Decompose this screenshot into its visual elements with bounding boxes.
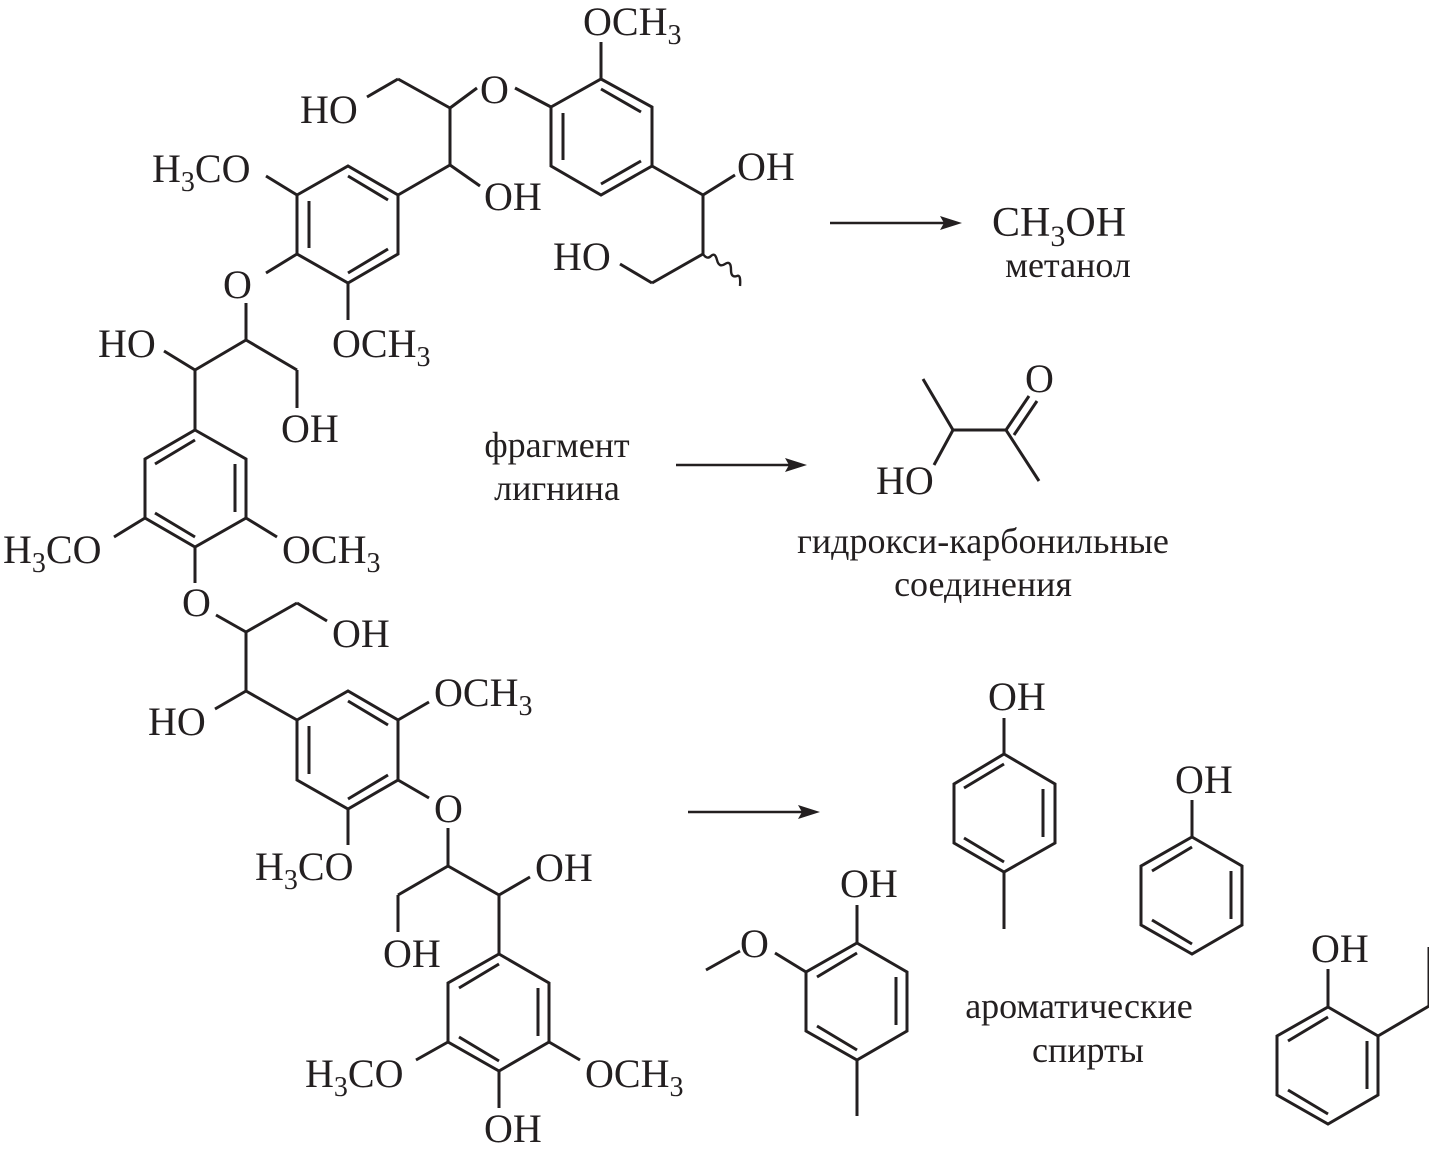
label-ho-unit3: HO xyxy=(148,699,206,744)
ring-syringyl-2 xyxy=(113,428,328,722)
p-cresol-structure: OH xyxy=(952,674,1057,929)
label-och3-top: OCH3 xyxy=(583,0,681,51)
aromatic-name-line1: ароматические xyxy=(965,986,1193,1026)
methanol-name: метанол xyxy=(1005,245,1131,285)
label-oh-right-chain: OH xyxy=(737,144,795,189)
product-aromatic: OH OH OH O xyxy=(705,674,1429,1126)
ring-top-guaiacyl xyxy=(366,42,742,287)
label-ho-right-chain: HO xyxy=(553,234,611,279)
acetoin-o-label: O xyxy=(1025,356,1054,401)
label-o-unit4: O xyxy=(434,786,463,831)
lignin-caption-line2: лигнина xyxy=(494,468,620,508)
hydroxy-carbonyl-name-line1: гидрокси-карбонильные xyxy=(797,521,1169,561)
phenol-structure: OH xyxy=(1139,757,1244,956)
arrow-head-icon xyxy=(940,216,962,230)
label-och3-unit4: OCH3 xyxy=(434,670,532,722)
creosol-o-label: O xyxy=(740,921,769,966)
phenol-oh-label: OH xyxy=(1175,757,1233,802)
ring-syringyl-1 xyxy=(163,164,400,430)
label-och3-unit2: OCH3 xyxy=(332,321,430,373)
label-oh-unit3: OH xyxy=(332,611,390,656)
label-o-unit2: O xyxy=(223,262,252,307)
hydroxy-carbonyl-name-line2: соединения xyxy=(894,564,1072,604)
label-oh-unit4-left: OH xyxy=(383,931,441,976)
label-h3co-unit1: H3CO xyxy=(152,146,250,198)
label-ho-unit2: HO xyxy=(98,321,156,366)
lignin-caption-line1: фрагмент xyxy=(484,425,630,465)
ring-syringyl-4 xyxy=(415,952,581,1108)
product-hydroxy-carbonyl: O HO гидрокси-карбонильные соединения xyxy=(797,356,1169,604)
creosol-structure: OH O xyxy=(705,861,909,1116)
label-h3co-unit5: H3CO xyxy=(305,1051,403,1103)
label-oh-unit1: OH xyxy=(484,174,542,219)
reaction-arrow-hydroxy-carbonyl xyxy=(676,458,807,472)
reaction-arrow-methanol xyxy=(830,216,962,230)
label-och3-unit3: OCH3 xyxy=(282,527,380,579)
p-cresol-oh-label: OH xyxy=(988,674,1046,719)
ethylphenol-oh-label: OH xyxy=(1311,926,1369,971)
label-oh-unit2: OH xyxy=(281,406,339,451)
arrow-head-icon xyxy=(798,805,820,819)
label-och3-unit5: OCH3 xyxy=(585,1051,683,1103)
aromatic-name-line2: спирты xyxy=(1032,1030,1144,1070)
label-h3co-unit4: H3CO xyxy=(255,844,353,896)
label-oh-unit5: OH xyxy=(484,1106,542,1151)
label-h3co-unit3: H3CO xyxy=(3,527,101,579)
arrow-head-icon xyxy=(785,458,807,472)
reaction-arrow-aromatic xyxy=(688,805,820,819)
label-oh-unit4-right: OH xyxy=(535,845,593,890)
acetoin-ho-label: HO xyxy=(876,458,934,503)
lignin-fragment-structure xyxy=(113,42,742,1108)
label-ho-top-left: HO xyxy=(300,87,358,132)
creosol-oh-label: OH xyxy=(840,861,898,906)
ethylphenol-structure: OH xyxy=(1275,926,1429,1126)
label-o-top-ether: O xyxy=(480,67,509,112)
label-o-unit3: O xyxy=(182,580,211,625)
ring-syringyl-3 xyxy=(295,689,531,954)
product-methanol: CH3OH метанол xyxy=(992,200,1131,285)
methanol-formula: CH3OH xyxy=(992,200,1126,253)
lignin-atom-labels: OCH3 O HO H3CO OH OH HO O OCH3 HO OH H3C… xyxy=(3,0,795,1151)
